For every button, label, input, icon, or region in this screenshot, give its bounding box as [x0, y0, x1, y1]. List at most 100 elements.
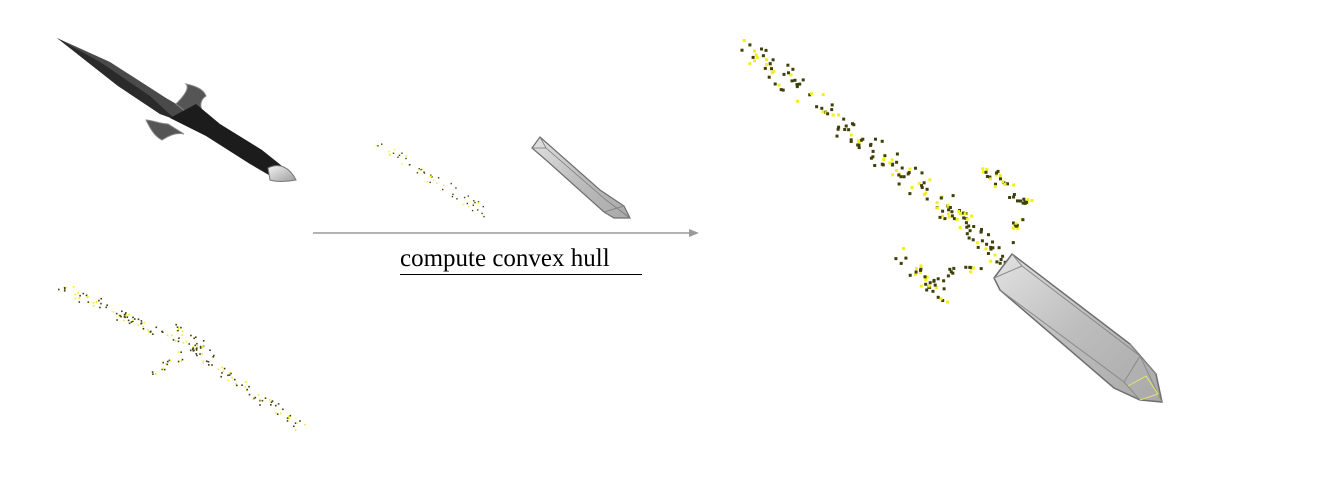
point: [221, 366, 223, 369]
point: [286, 417, 289, 419]
point: [798, 82, 802, 86]
point: [466, 202, 468, 205]
point: [793, 78, 797, 82]
point: [857, 139, 861, 143]
point: [442, 188, 444, 191]
point: [1001, 180, 1005, 184]
point: [195, 349, 198, 351]
point: [900, 166, 904, 170]
point: [392, 152, 395, 154]
point: [890, 158, 894, 162]
point: [821, 110, 825, 114]
point: [908, 273, 912, 277]
point: [914, 273, 918, 276]
point: [851, 122, 854, 126]
point: [971, 266, 975, 270]
point: [919, 284, 923, 288]
point: [196, 354, 198, 357]
point: [988, 175, 992, 179]
point: [162, 367, 164, 370]
point: [1019, 199, 1022, 203]
point: [918, 271, 922, 275]
point: [849, 138, 853, 142]
point: [163, 368, 166, 371]
point: [888, 161, 892, 165]
point: [169, 360, 172, 362]
sword-mesh-icon: [57, 38, 297, 182]
point: [880, 139, 884, 143]
point: [790, 79, 794, 83]
point: [152, 333, 154, 335]
point: [230, 372, 232, 375]
point: [178, 337, 180, 339]
point: [836, 127, 840, 131]
point: [294, 422, 297, 424]
point: [897, 182, 901, 186]
point: [222, 370, 225, 372]
point: [296, 422, 298, 424]
point: [939, 196, 943, 200]
point: [431, 176, 433, 178]
point: [891, 173, 895, 177]
point: [468, 205, 470, 208]
sword-guard-lower: [145, 119, 185, 141]
point: [171, 334, 173, 337]
point: [148, 330, 150, 333]
point: [423, 172, 426, 174]
point-cloud-icon: [375, 143, 485, 218]
point: [979, 230, 983, 234]
point: [1001, 254, 1005, 258]
point: [890, 163, 894, 167]
point: [82, 292, 85, 295]
point: [938, 215, 942, 219]
point: [188, 343, 190, 345]
point: [980, 228, 983, 231]
point: [924, 282, 928, 286]
point: [950, 210, 954, 214]
point: [965, 217, 969, 221]
point: [405, 157, 407, 160]
point: [843, 128, 847, 131]
point: [132, 316, 134, 319]
point: [933, 283, 937, 287]
point: [1003, 183, 1007, 186]
point: [995, 171, 998, 175]
point: [223, 367, 226, 370]
point: [897, 173, 901, 177]
point: [72, 286, 75, 288]
point: [147, 329, 149, 331]
point: [986, 252, 990, 255]
point: [472, 202, 474, 205]
point: [826, 112, 830, 116]
point: [842, 117, 846, 121]
point: [128, 314, 130, 316]
point: [166, 360, 169, 363]
point: [994, 173, 998, 177]
point: [782, 72, 786, 76]
point: [936, 206, 940, 210]
point: [221, 372, 223, 374]
point: [815, 105, 819, 109]
point: [844, 124, 848, 128]
point: [270, 404, 272, 406]
point: [1011, 241, 1015, 245]
point: [951, 271, 955, 275]
arrow-right-icon: [313, 229, 699, 237]
point: [405, 155, 407, 157]
point: [939, 297, 943, 301]
point: [161, 368, 164, 371]
point: [943, 217, 947, 221]
point: [180, 326, 182, 329]
point: [993, 185, 997, 189]
point: [181, 358, 184, 361]
point: [64, 288, 66, 290]
point: [426, 181, 429, 183]
point: [789, 73, 793, 77]
point: [483, 215, 485, 218]
point: [1008, 196, 1012, 199]
point: [421, 168, 424, 171]
point: [375, 144, 378, 147]
point: [74, 293, 77, 296]
point: [164, 363, 167, 365]
point: [951, 194, 955, 198]
